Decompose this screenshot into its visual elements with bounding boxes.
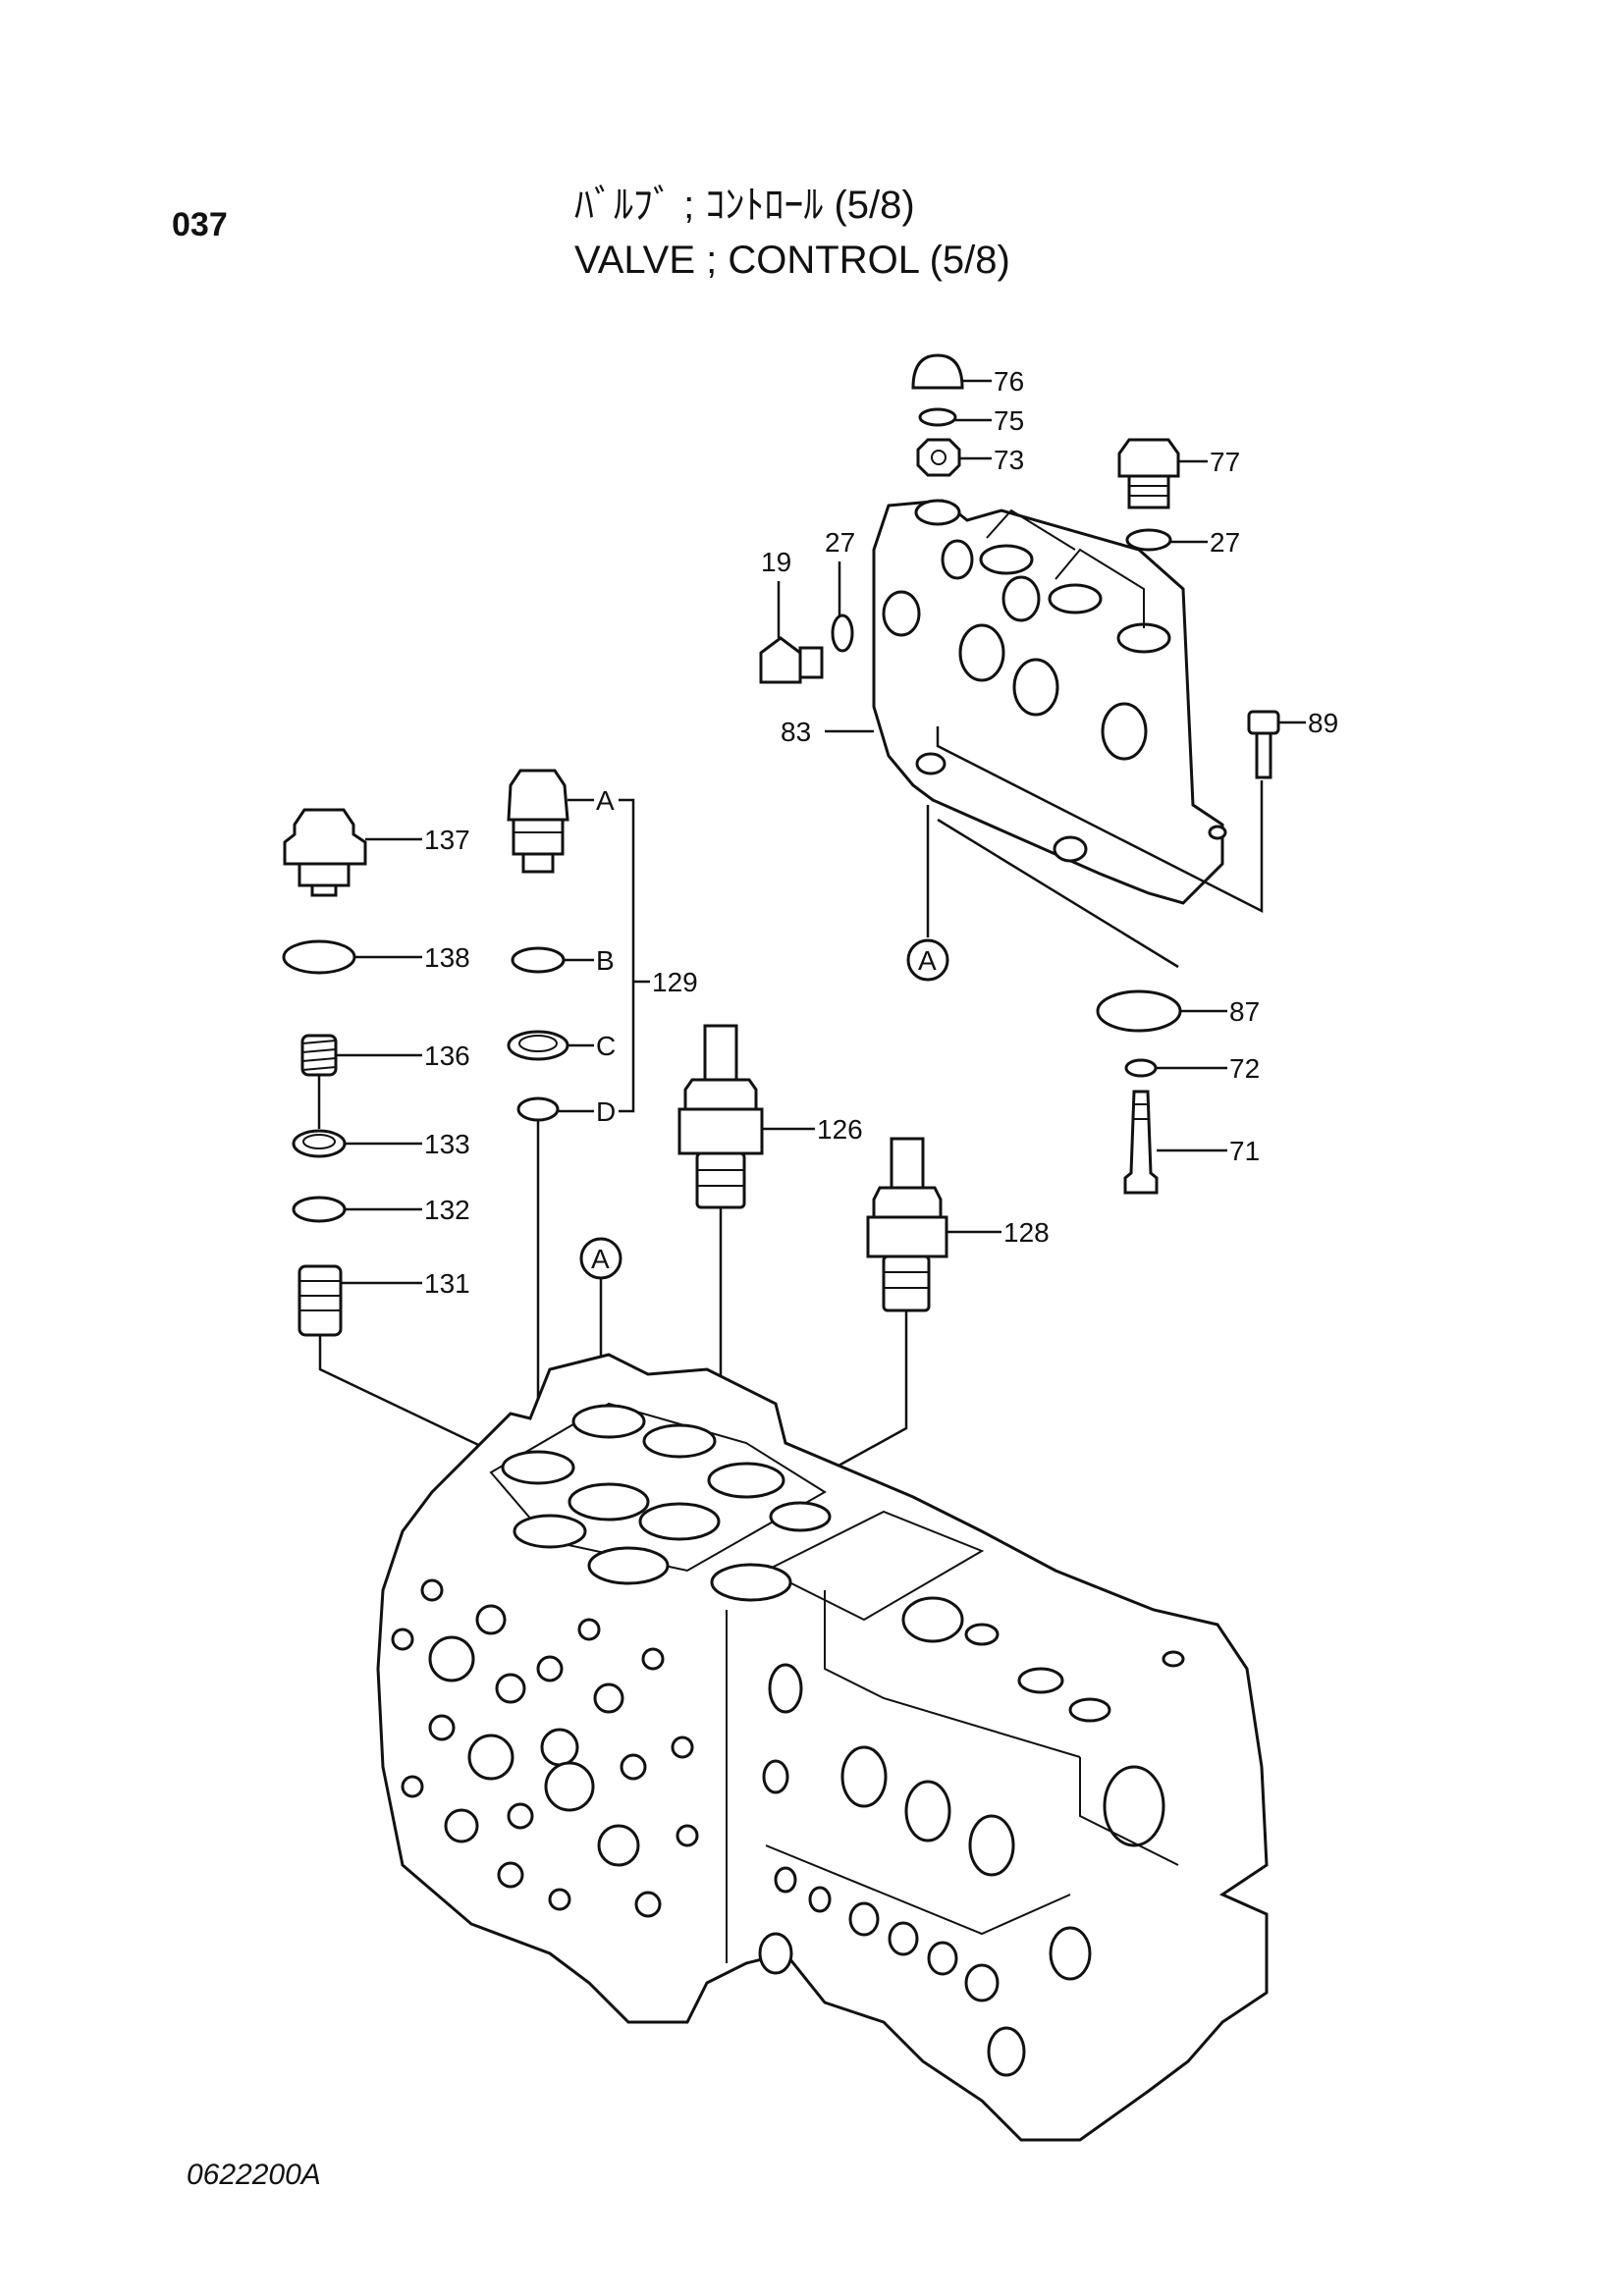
callout-label-c132: 132: [424, 1195, 470, 1225]
o-ring-27-left: [831, 614, 854, 653]
title-english: VALVE ; CONTROL (5/8): [574, 239, 1010, 282]
nut-73: [916, 438, 961, 477]
spring-136: [300, 1034, 338, 1077]
o-ring-72: [1124, 1058, 1158, 1078]
callout-label-c19: 19: [761, 547, 791, 577]
callout-label-c136: 136: [424, 1041, 470, 1071]
callout-label-c76: 76: [994, 366, 1024, 397]
callout-label-c27a: 27: [825, 527, 855, 558]
plug-129-a: [507, 769, 569, 822]
o-ring-129-d: [516, 1096, 560, 1122]
callout-label-c137: 137: [424, 825, 470, 855]
cover-assembly: 76 75 73 77 27 19 27: [759, 353, 1338, 1195]
callout-label-c89: 89: [1308, 708, 1338, 738]
callout-label-c83: 83: [781, 717, 811, 747]
o-ring-87: [1096, 989, 1182, 1033]
bolt-89: [1247, 710, 1280, 735]
plug-77: [1117, 438, 1180, 478]
callout-label-c131: 131: [424, 1268, 470, 1299]
o-ring-27-right: [1125, 528, 1172, 552]
callout-label-c75: 75: [994, 405, 1024, 436]
o-ring-132: [292, 1196, 347, 1223]
callout-label-cA: A: [596, 785, 615, 816]
cap-76: [911, 353, 964, 390]
relief-stack-129: A B C D 129: [507, 769, 698, 1463]
callout-label-cD: D: [596, 1096, 616, 1127]
sleeve-131: [298, 1264, 343, 1337]
callout-label-cA_top: A: [918, 945, 937, 976]
callout-label-c27b: 27: [1210, 527, 1240, 558]
callout-label-c126: 126: [817, 1114, 863, 1145]
callout-label-c128: 128: [1003, 1217, 1050, 1248]
drawing-code: 0622200A: [187, 2159, 321, 2191]
relief-valve-126: 126: [677, 1024, 863, 1472]
pin-71: [1123, 1090, 1159, 1195]
reference-a-mid: A: [579, 1237, 622, 1443]
callout-label-cB: B: [596, 945, 615, 976]
callout-label-c77: 77: [1210, 447, 1240, 477]
snap-ring-75: [918, 407, 957, 427]
callout-label-c72: 72: [1229, 1053, 1260, 1084]
o-ring-138: [282, 939, 356, 975]
callout-label-c138: 138: [424, 942, 470, 973]
callout-label-cC: C: [596, 1031, 616, 1061]
valve-body: [376, 1353, 1269, 2142]
callout-label-cA_mid: A: [591, 1244, 610, 1274]
o-ring-129-b: [511, 946, 566, 974]
callout-label-c73: 73: [994, 445, 1024, 475]
plug-137: [283, 808, 367, 866]
callout-label-c129: 129: [652, 967, 698, 997]
title-japanese: ﾊﾞﾙﾌﾞ ; ｺﾝﾄﾛｰﾙ (5/8): [574, 184, 915, 227]
callout-label-c133: 133: [424, 1129, 470, 1159]
callout-label-c71: 71: [1229, 1136, 1260, 1166]
plug-19: [759, 636, 802, 684]
page-number: 037: [172, 206, 228, 243]
callout-label-c87: 87: [1229, 996, 1260, 1027]
